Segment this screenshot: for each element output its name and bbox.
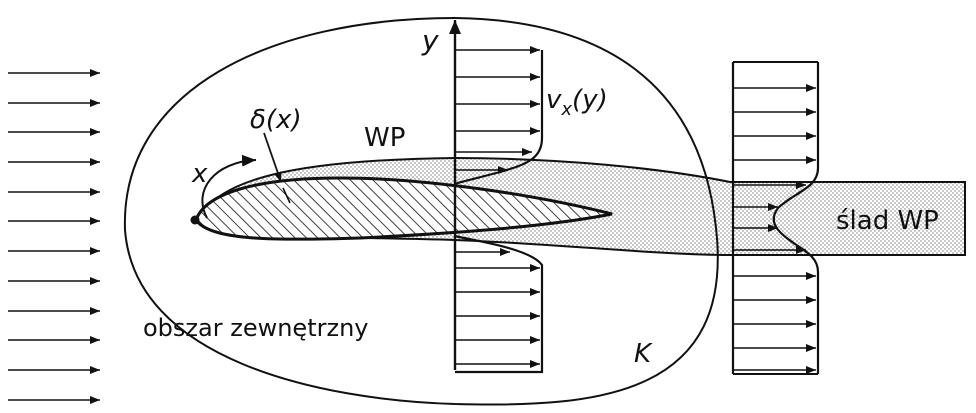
contour-k-label: K	[634, 339, 653, 369]
wake-label: ślad WP	[836, 206, 939, 236]
wake-profile-envelope	[772, 62, 820, 374]
contour-k	[123, 16, 719, 406]
velocity-profile-airfoil	[449, 20, 544, 374]
delta-pointer-line	[263, 132, 282, 183]
velocity-profile-wake	[731, 61, 820, 375]
x-coordinate-label: x	[191, 159, 208, 189]
freestream-arrows	[8, 69, 100, 404]
airfoil-profile	[194, 176, 613, 241]
velocity-argument: (y)	[572, 85, 608, 115]
velocity-label: vx(y)	[546, 85, 608, 120]
boundary-layer-label: WP	[364, 123, 405, 153]
lower-profile-envelope	[454, 234, 544, 374]
leading-edge-point	[190, 215, 200, 225]
outer-region-label: obszar zewnętrzny	[143, 314, 368, 342]
velocity-subscript: x	[560, 99, 572, 120]
delta-label: δ(x)	[250, 105, 302, 135]
delta-thickness-tick	[282, 187, 291, 204]
x-coordinate-arrow	[201, 154, 257, 219]
y-axis-label: y	[421, 24, 439, 57]
velocity-symbol: v	[546, 85, 562, 115]
